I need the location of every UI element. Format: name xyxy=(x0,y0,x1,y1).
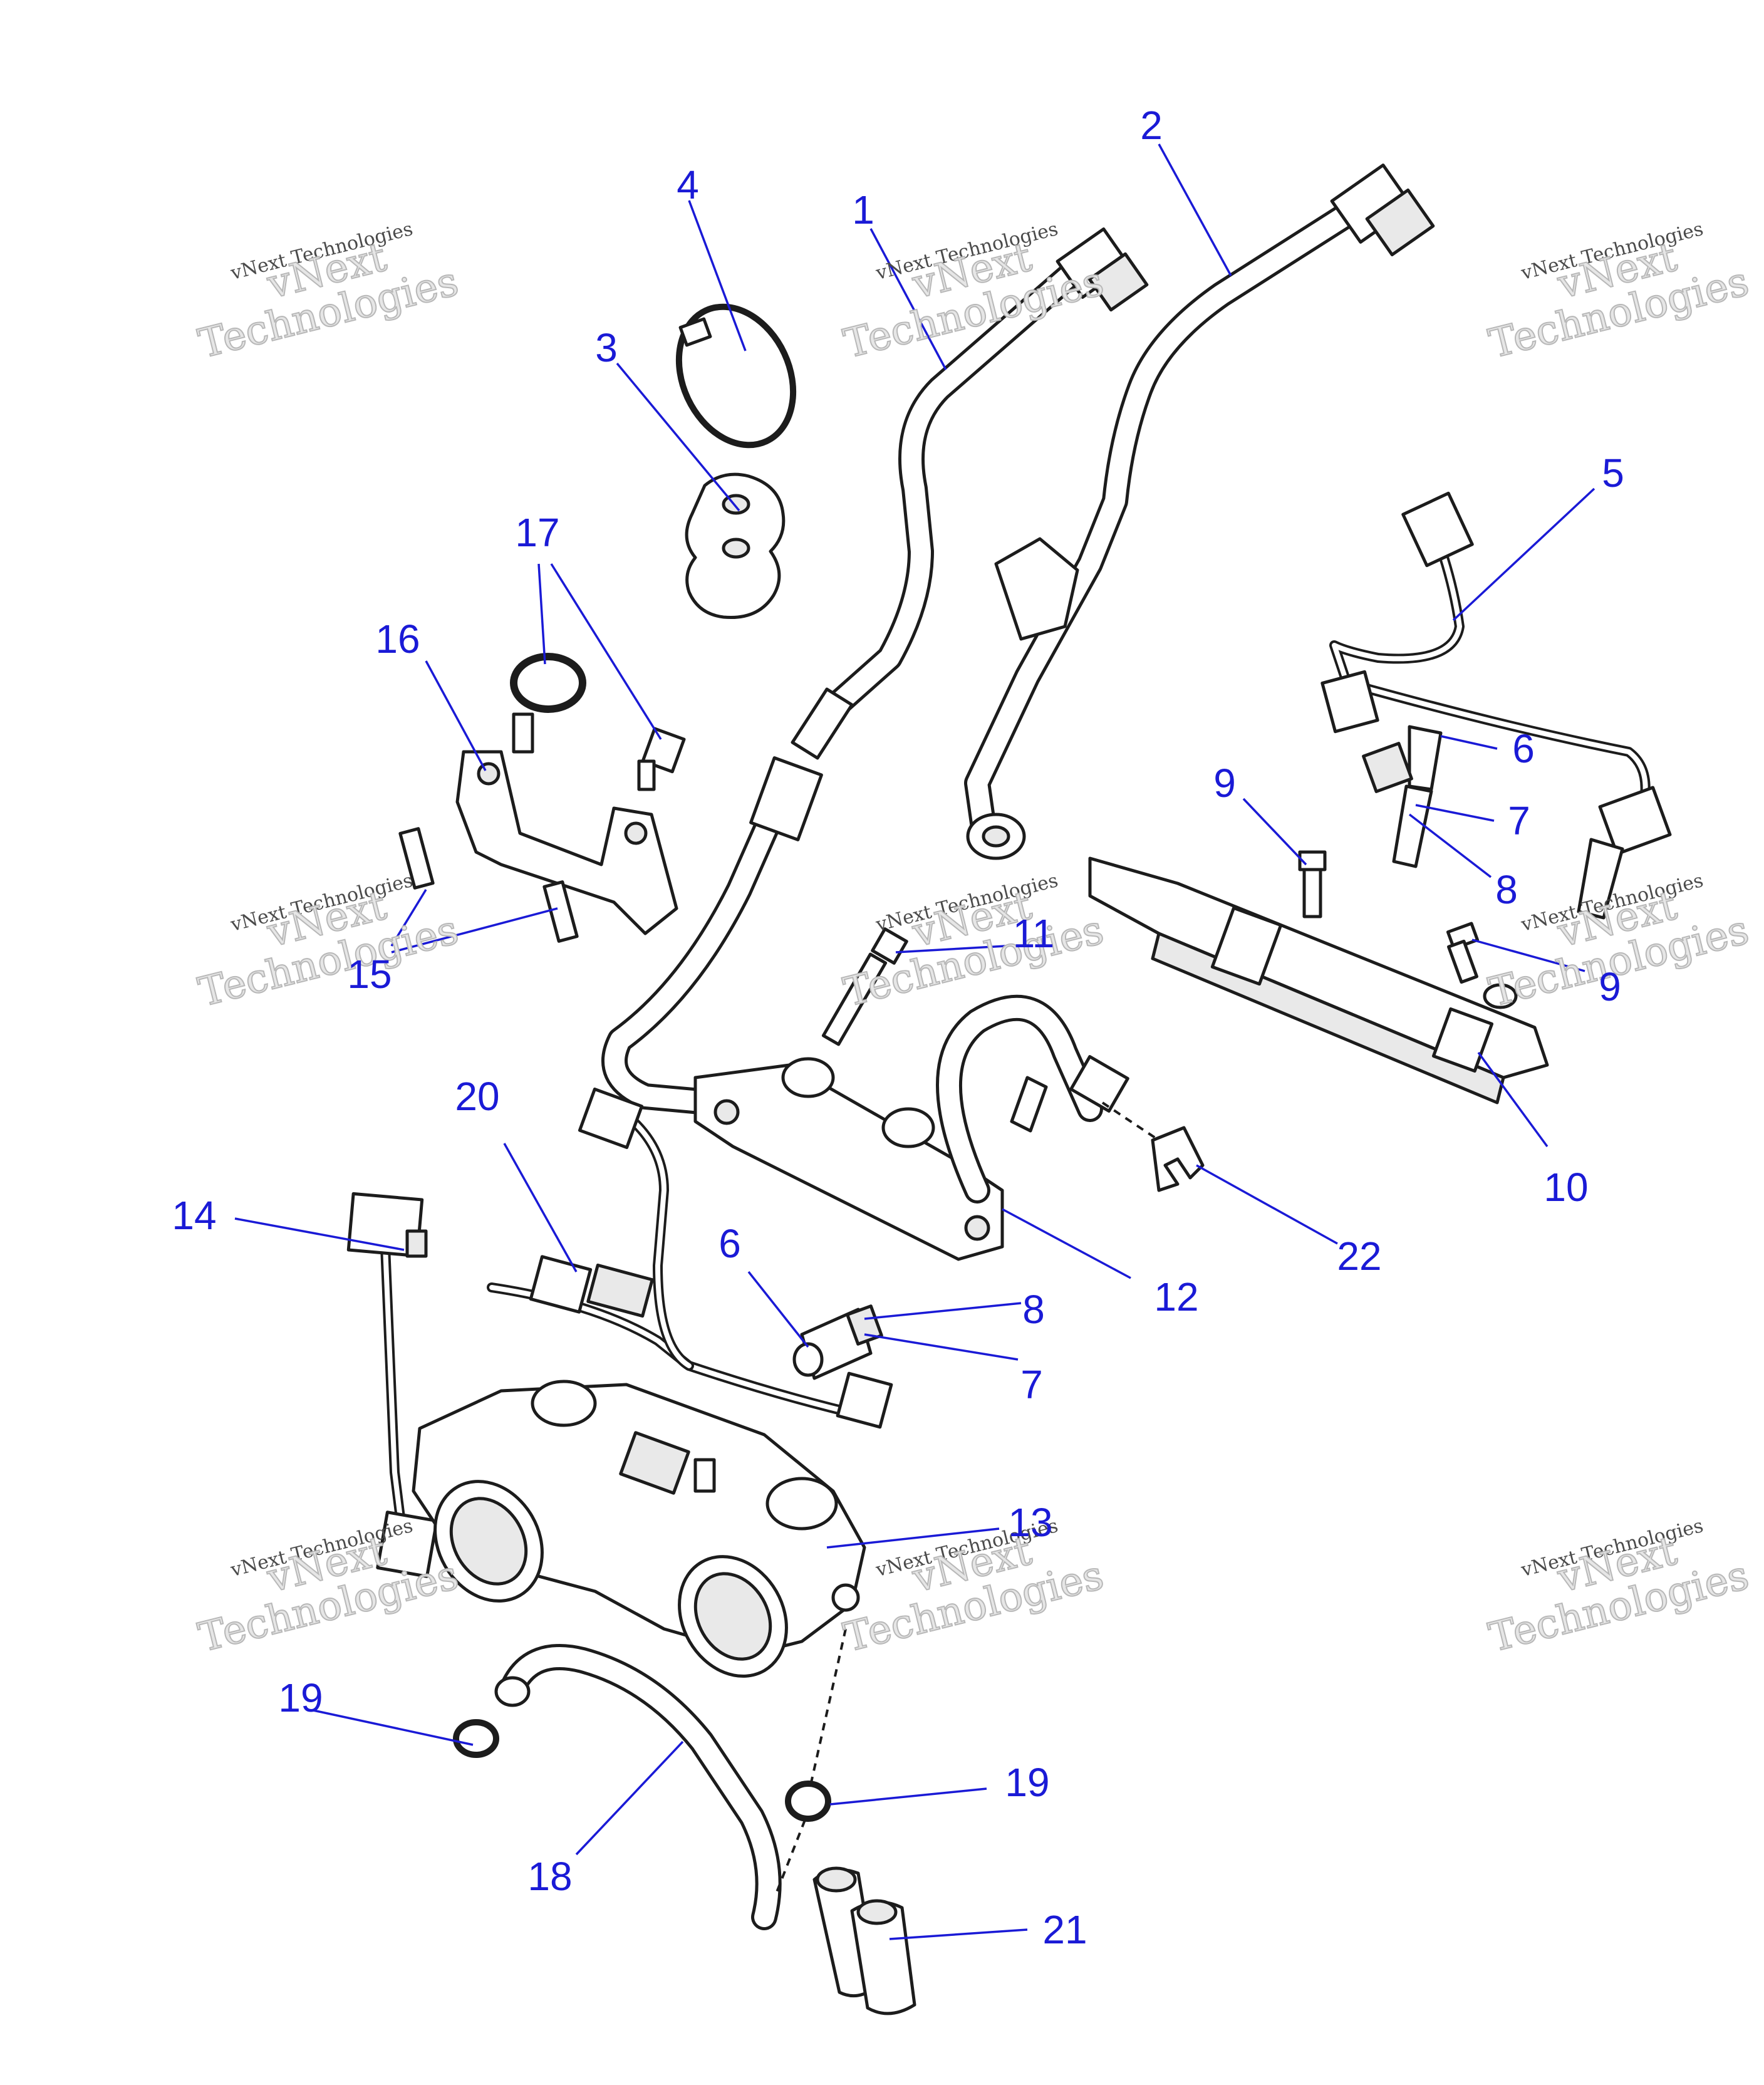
callout-6-lower[interactable]: 6 xyxy=(719,1221,741,1266)
part-4-cable-tie xyxy=(675,303,797,449)
part-3-grommet xyxy=(685,472,786,620)
callout-22[interactable]: 22 xyxy=(1337,1234,1382,1279)
callout-3[interactable]: 3 xyxy=(595,325,618,370)
callout-17[interactable]: 17 xyxy=(515,510,560,555)
callout-19-left[interactable]: 19 xyxy=(278,1675,323,1720)
callout-16[interactable]: 16 xyxy=(375,616,420,662)
part-18-hose xyxy=(494,1644,782,1930)
part-17-hose-clamp xyxy=(510,653,686,791)
part-22-clip xyxy=(1101,1101,1205,1192)
callout-13[interactable]: 13 xyxy=(1008,1500,1053,1545)
callout-18[interactable]: 18 xyxy=(527,1854,573,1899)
callout-20[interactable]: 20 xyxy=(455,1074,500,1119)
callout-8-lower[interactable]: 8 xyxy=(1022,1287,1045,1332)
part-1-fuel-hose xyxy=(791,227,1149,760)
part-9-bolt-b xyxy=(1446,922,1480,984)
part-21-double-clip xyxy=(812,1866,916,2015)
part-13-throttle-body xyxy=(412,1380,866,1678)
callout-21[interactable]: 21 xyxy=(1042,1907,1087,1952)
part-12-fuel-rail-assembly xyxy=(601,756,1129,1261)
callout-7-upper[interactable]: 7 xyxy=(1508,798,1530,843)
callout-9-upper[interactable]: 9 xyxy=(1213,761,1236,806)
callout-1[interactable]: 1 xyxy=(852,187,874,232)
part-9-bolt-a xyxy=(1298,850,1327,918)
part-14-sensor xyxy=(346,1192,438,1578)
part-19-clamp-b xyxy=(776,1628,847,1893)
callout-15[interactable]: 15 xyxy=(347,952,392,997)
callout-7-lower[interactable]: 7 xyxy=(1020,1362,1043,1407)
callout-9-lower[interactable]: 9 xyxy=(1599,964,1621,1009)
callout-8-upper[interactable]: 8 xyxy=(1495,867,1518,912)
part-19-clamp-a xyxy=(453,1719,499,1758)
part-6-7-8-injector-upper xyxy=(1362,725,1443,868)
callout-14[interactable]: 14 xyxy=(172,1193,217,1238)
callout-6-upper[interactable]: 6 xyxy=(1512,726,1535,771)
part-2-fuel-hose xyxy=(964,164,1435,860)
part-15-bolts xyxy=(398,827,579,943)
callout-11[interactable]: 11 xyxy=(1012,911,1055,956)
part-6-7-8-injector-lower xyxy=(792,1304,883,1380)
part-5-wire-harness xyxy=(1320,491,1672,920)
callout-2[interactable]: 2 xyxy=(1140,103,1163,148)
callout-4[interactable]: 4 xyxy=(677,162,699,207)
leader-lines xyxy=(234,143,1595,1940)
callout-10[interactable]: 10 xyxy=(1544,1165,1589,1210)
part-20-wire-harness xyxy=(487,1087,893,1429)
part-10-fuel-rail xyxy=(1088,856,1549,1105)
callout-5[interactable]: 5 xyxy=(1602,450,1624,496)
callout-19-right[interactable]: 19 xyxy=(1005,1760,1050,1805)
callout-12[interactable]: 12 xyxy=(1154,1274,1199,1319)
